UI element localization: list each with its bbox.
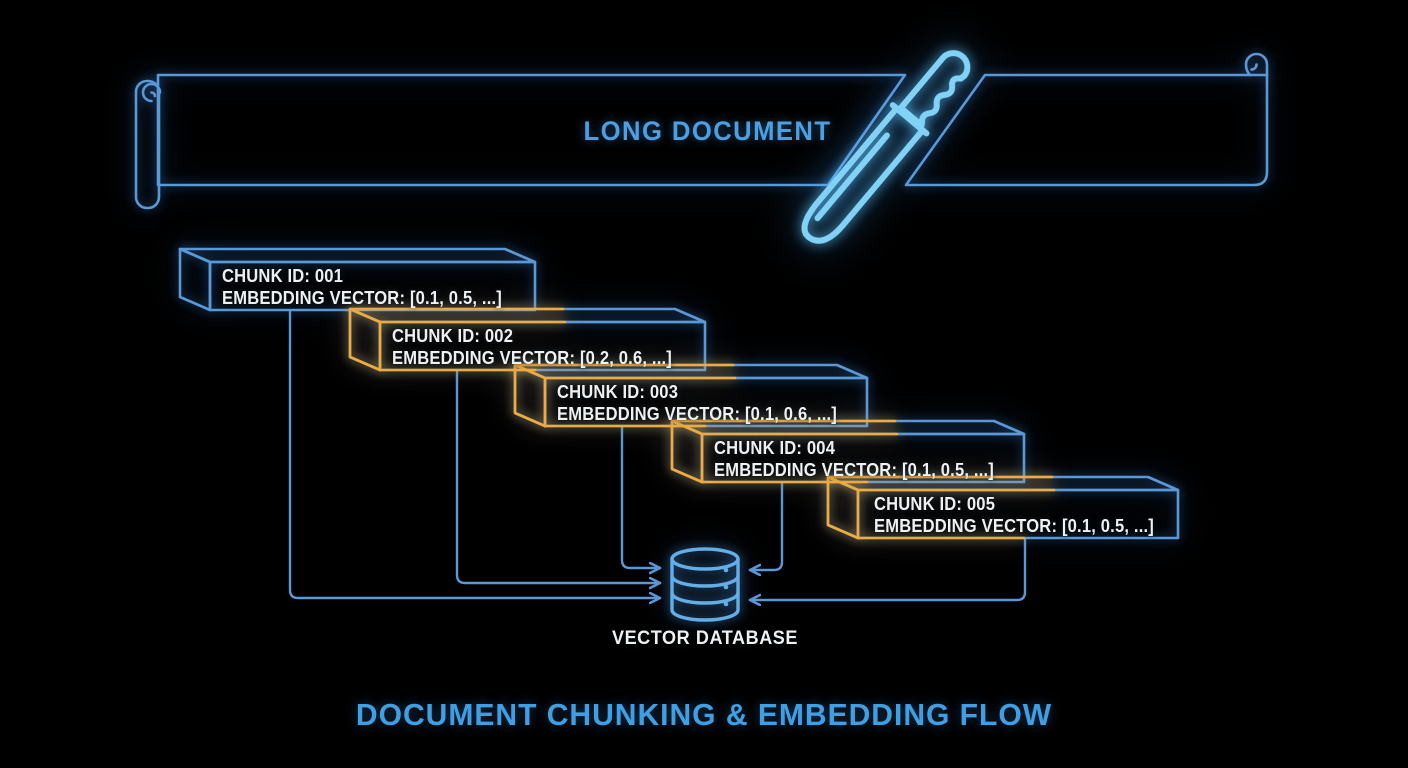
chunk-4-vector-label: EMBEDDING VECTOR: [0.1, 0.5, ...] xyxy=(714,460,994,480)
chunk-overlap-highlight-2 xyxy=(348,307,567,372)
chunk-2-vector-label: EMBEDDING VECTOR: [0.2, 0.6, ...] xyxy=(392,348,672,368)
chunk-5-vector-label: EMBEDDING VECTOR: [0.1, 0.5, ...] xyxy=(874,516,1154,536)
chunk-3-text: CHUNK ID: 003 EMBEDDING VECTOR: [0.1, 0.… xyxy=(557,381,837,425)
chunk-5-id-label: CHUNK ID: 005 xyxy=(874,494,996,514)
scroll-banner xyxy=(134,52,1269,210)
database-cylinder-icon xyxy=(670,547,740,622)
knife-fuller-line xyxy=(814,132,890,222)
banner-right-piece xyxy=(904,73,1269,187)
knife-icon xyxy=(801,50,971,244)
chunk-3-vector-label: EMBEDDING VECTOR: [0.1, 0.6, ...] xyxy=(557,404,837,424)
chunk-overlap-highlights xyxy=(348,307,1056,540)
knife-handle xyxy=(897,50,971,129)
connector-chunk2-to-db xyxy=(455,369,660,583)
chunk-5-text: CHUNK ID: 005 EMBEDDING VECTOR: [0.1, 0.… xyxy=(874,493,1154,537)
connector-chunk4-to-db xyxy=(750,481,784,570)
chunk-2-id-label: CHUNK ID: 002 xyxy=(392,326,514,346)
chunk-1-id-label: CHUNK ID: 001 xyxy=(222,266,344,286)
chunk-3-id-label: CHUNK ID: 003 xyxy=(557,382,679,402)
chunk-overlap-highlight-3 xyxy=(513,363,737,428)
diagram-title: DOCUMENT CHUNKING & EMBEDDING FLOW xyxy=(355,697,1053,732)
connectors xyxy=(288,309,1027,600)
knife-blade xyxy=(801,105,926,244)
database-label: VECTOR DATABASE xyxy=(611,628,799,649)
banner-right-curl xyxy=(1244,52,1269,77)
chunk-4-text: CHUNK ID: 004 EMBEDDING VECTOR: [0.1, 0.… xyxy=(714,437,994,481)
connector-chunk5-to-db xyxy=(750,537,1027,600)
connector-chunk3-to-db xyxy=(620,425,660,568)
chunk-overlap-highlight-5 xyxy=(826,475,1056,540)
banner-left-roll xyxy=(134,79,161,210)
chunk-2-text: CHUNK ID: 002 EMBEDDING VECTOR: [0.2, 0.… xyxy=(392,325,672,369)
chunk-1-vector-label: EMBEDDING VECTOR: [0.1, 0.5, ...] xyxy=(222,288,502,308)
connector-chunk1-to-db xyxy=(288,309,660,598)
banner-title: LONG DOCUMENT xyxy=(583,116,832,146)
chunk-4-id-label: CHUNK ID: 004 xyxy=(714,438,836,458)
chunk-1-text: CHUNK ID: 001 EMBEDDING VECTOR: [0.1, 0.… xyxy=(222,265,502,309)
banner-left-curl xyxy=(141,82,162,103)
